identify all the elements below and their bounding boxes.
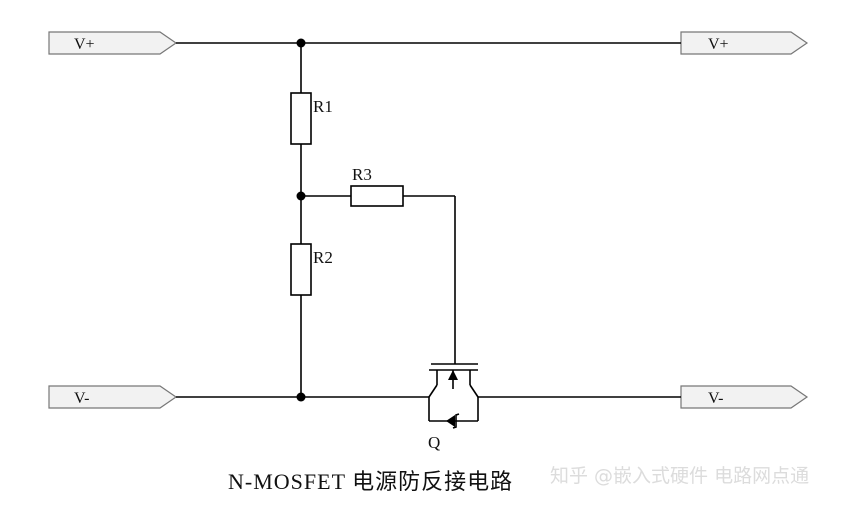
resistor-r1-label: R1 <box>313 97 333 116</box>
resistor-r3: R3 <box>350 165 404 207</box>
resistor-r3-label: R3 <box>352 165 372 184</box>
mosfet-drain-link <box>428 384 438 398</box>
mosfet-q: Q <box>428 363 479 452</box>
port-vminus-left: V- <box>48 385 178 409</box>
port-vplus-right-label: V+ <box>708 36 729 53</box>
port-vplus-left: V+ <box>48 31 178 55</box>
resistor-r2: R2 <box>290 243 333 296</box>
body-diode-cathode <box>452 413 460 429</box>
resistor-r1: R1 <box>290 92 333 145</box>
junction-middle <box>296 191 306 201</box>
resistor-r1-body <box>290 92 312 145</box>
mosfet-arrow-icon <box>448 370 458 380</box>
port-vminus-right: V- <box>680 385 809 409</box>
port-vminus-left-label: V- <box>74 390 89 407</box>
resistor-r2-label: R2 <box>313 248 333 267</box>
port-vplus-left-flag <box>48 31 178 55</box>
port-vminus-right-label: V- <box>708 390 723 407</box>
port-vminus-left-flag <box>48 385 178 409</box>
resistor-r3-body <box>350 185 404 207</box>
watermark: 知乎 @嵌入式硬件 电路网点通 <box>550 465 809 487</box>
mosfet-source-link <box>469 384 479 398</box>
resistor-r2-body <box>290 243 312 296</box>
port-vplus-right: V+ <box>680 31 809 55</box>
mosfet-label: Q <box>428 433 440 452</box>
junction-bottom <box>296 392 306 402</box>
body-diode-icon <box>446 415 455 427</box>
port-vminus-right-flag <box>680 385 809 409</box>
diagram-caption: N-MOSFET 电源防反接电路 <box>228 469 513 494</box>
port-vplus-right-flag <box>680 31 809 55</box>
junction-top <box>296 38 306 48</box>
port-vplus-left-label: V+ <box>74 36 95 53</box>
